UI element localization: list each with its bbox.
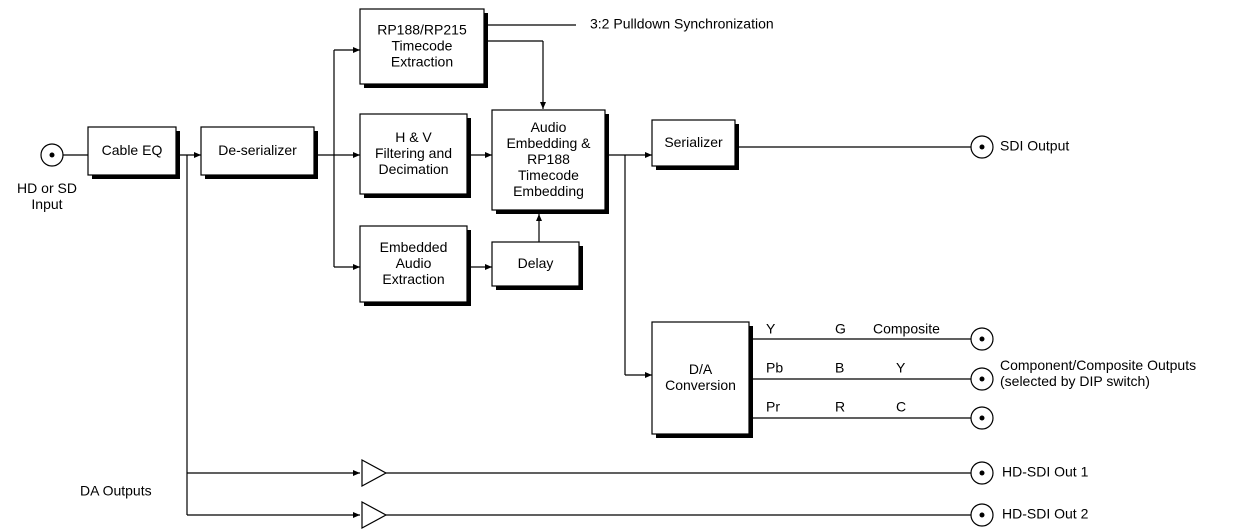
signal-row-1-col-1: Y [766, 321, 776, 337]
text-line: Embedding [513, 183, 584, 199]
deserializer-block: De-serializer [200, 126, 318, 179]
text-line: Audio [531, 119, 567, 135]
component-output-2-connector-icon [970, 367, 994, 391]
text-line: (selected by DIP switch) [1000, 373, 1150, 389]
hd-sdi-out-2-label: HD-SDI Out 2 [1002, 506, 1089, 522]
signal-row-labels: Y G Composite Pb B Y Pr R C [766, 321, 940, 415]
text-line: Filtering and [375, 145, 452, 161]
component-output-3-connector-icon [970, 406, 994, 430]
hd-sdi-out-2-connector-icon [970, 503, 994, 527]
text-line: Decimation [378, 161, 448, 177]
text-line: Audio [396, 255, 432, 271]
delay-label: Delay [518, 255, 554, 271]
hd-sdi-out-1-connector-icon [970, 461, 994, 485]
distribution-amplifier-2-icon [361, 500, 388, 530]
delay-block: Delay [491, 241, 583, 290]
serializer-label: Serializer [664, 134, 723, 150]
text-line: Cable EQ [102, 142, 163, 158]
signal-row-3-col-1: Pr [766, 399, 780, 415]
text-line: De-serializer [218, 142, 297, 158]
cable-eq-block: Cable EQ [87, 126, 180, 179]
cable-eq-label: Cable EQ [102, 142, 163, 158]
sdi-output-label: SDI Output [1000, 138, 1069, 154]
text-line: RP188/RP215 [377, 21, 467, 37]
text-line: Embedded [380, 239, 448, 255]
distribution-amplifier-1-icon [361, 458, 388, 488]
text-line: Conversion [665, 377, 736, 393]
deserializer-label: De-serializer [218, 142, 297, 158]
text-line: Serializer [664, 134, 723, 150]
signal-row-2-col-2: B [835, 360, 844, 376]
signal-row-3-col-3: C [896, 399, 906, 415]
component-outputs-label: Component/Composite Outputs(selected by … [1000, 357, 1196, 389]
signal-row-3-col-2: R [835, 399, 845, 415]
component-output-1-connector-icon [970, 327, 994, 351]
text-line: Delay [518, 255, 554, 271]
pulldown-sync-label: 3:2 Pulldown Synchronization [590, 16, 774, 32]
text-line: RP188 [527, 151, 570, 167]
signal-row-1-col-2: G [835, 321, 846, 337]
text-line: Component/Composite Outputs [1000, 357, 1196, 373]
text-line: D/A [689, 361, 713, 377]
connection-lines [63, 24, 971, 518]
hd-sdi-out-1-label: HD-SDI Out 1 [1002, 464, 1089, 480]
input-connector-icon [40, 143, 64, 167]
text-line: H & V [395, 129, 432, 145]
serializer-block: Serializer [651, 119, 739, 170]
signal-row-2-col-1: Pb [766, 360, 783, 376]
text-line: Embedding & [506, 135, 591, 151]
sdi-output-connector-icon [970, 135, 994, 159]
text-line: Timecode [518, 167, 579, 183]
signal-row-2-col-3: Y [896, 360, 906, 376]
text-line: Extraction [382, 271, 444, 287]
text-line: Timecode [392, 37, 453, 53]
da-outputs-label: DA Outputs [80, 483, 152, 499]
text-line: HD or SD [17, 180, 77, 196]
signal-row-1-col-3: Composite [873, 321, 940, 337]
text-line: Input [31, 196, 62, 212]
text-line: Extraction [391, 53, 453, 69]
